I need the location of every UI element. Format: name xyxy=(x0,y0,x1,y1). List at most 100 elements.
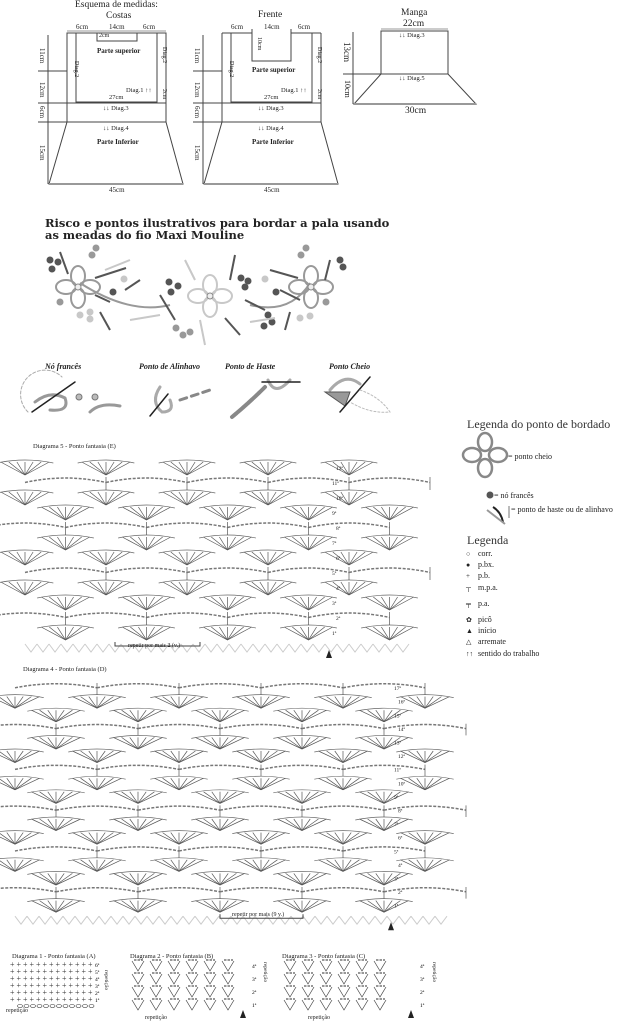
fan-edge xyxy=(191,871,249,875)
diagram4-row xyxy=(27,707,413,723)
single-crochet-mark: + xyxy=(10,995,15,1004)
french-knot-dot xyxy=(86,308,94,316)
stitch xyxy=(0,833,16,845)
v-stitch xyxy=(221,986,235,998)
stitch xyxy=(80,750,98,763)
stitch xyxy=(367,873,385,886)
fan-edge xyxy=(273,735,331,739)
stitch xyxy=(31,709,57,723)
stitch xyxy=(88,750,98,763)
stitch xyxy=(6,832,16,845)
costas-lower: Parte Inferior xyxy=(97,138,139,146)
stitch xyxy=(219,709,229,723)
french-knot-dot xyxy=(165,278,173,286)
stitch xyxy=(293,791,303,804)
stitch xyxy=(348,581,366,596)
stitch xyxy=(146,626,155,641)
diagram4-row xyxy=(27,816,413,831)
diagram5-row-label: 4ª xyxy=(336,586,341,592)
chain-loop xyxy=(146,522,228,529)
v-stitch xyxy=(167,973,181,985)
stitch xyxy=(55,818,73,831)
diagram4-row xyxy=(0,805,467,817)
stitch xyxy=(0,755,16,763)
stitch xyxy=(121,873,139,886)
single-crochet-mark: + xyxy=(82,974,87,983)
stitch xyxy=(359,873,385,886)
legend-item: ↑↑sentido do trabalho xyxy=(466,649,539,658)
stitch xyxy=(137,737,155,750)
diagram4-row-label: 16ª xyxy=(398,700,406,706)
french-knot-dot xyxy=(54,258,62,266)
chain-loop xyxy=(219,723,303,730)
stitch xyxy=(301,709,319,723)
fan-edge xyxy=(150,748,208,753)
stitch xyxy=(24,581,34,596)
single-crochet-mark: + xyxy=(17,974,22,983)
stitch xyxy=(105,581,131,596)
stitch xyxy=(138,506,147,521)
stitch xyxy=(267,491,293,506)
v-stitch xyxy=(283,999,297,1011)
stitch xyxy=(348,491,366,506)
embroidery-heading-2: as meadas do fio Maxi Mouline xyxy=(45,228,245,242)
v-stitch xyxy=(319,973,333,985)
stitch xyxy=(211,709,221,723)
stitch xyxy=(383,791,401,804)
stitch xyxy=(301,737,311,750)
stitch xyxy=(348,551,358,566)
chain-mark xyxy=(23,1004,30,1008)
stitch xyxy=(105,581,123,596)
v-stitch xyxy=(301,986,315,998)
stitch xyxy=(308,626,333,641)
costas-top-right: 6cm xyxy=(143,23,156,31)
stitch xyxy=(267,581,277,596)
stitch xyxy=(96,777,106,791)
stitch xyxy=(138,626,147,641)
single-crochet-mark: + xyxy=(62,981,67,990)
stitch xyxy=(381,626,390,641)
stitch xyxy=(375,818,385,831)
legend-item: +p.b. xyxy=(466,571,490,580)
single-crochet-mark: + xyxy=(49,988,54,997)
single-crochet-mark: + xyxy=(49,974,54,983)
stitch xyxy=(277,873,303,886)
stitch xyxy=(389,626,406,641)
chain-mark xyxy=(49,1004,56,1008)
stitch xyxy=(342,750,352,763)
single-crochet-mark: + xyxy=(88,988,93,997)
diagram1-row-label: 5ª xyxy=(95,970,100,976)
stitch xyxy=(178,696,196,709)
chain-loop xyxy=(342,846,426,852)
single-crochet-mark: + xyxy=(69,967,74,976)
stitch xyxy=(24,581,42,596)
small-diagrams: +++++++++++++1ª+++++++++++++2ª++++++++++… xyxy=(10,959,425,1018)
fan-edge xyxy=(232,830,290,834)
stitch xyxy=(178,777,196,791)
stitch xyxy=(178,832,188,845)
stitch xyxy=(0,551,26,566)
stitch xyxy=(424,750,450,763)
stitch xyxy=(195,791,221,804)
chain-loop xyxy=(105,567,188,574)
french-knot-dot xyxy=(244,277,252,285)
stitch xyxy=(121,818,139,831)
costas-top-mid: 14cm xyxy=(109,23,125,31)
stitch xyxy=(186,491,212,506)
stitch xyxy=(332,461,350,476)
manga-bottom: 30cm xyxy=(405,106,427,116)
stitch xyxy=(6,696,16,709)
chain-loop xyxy=(219,805,303,811)
diagram4-title: Diagrama 4 - Ponto fantasia (D) xyxy=(23,666,107,673)
stitch xyxy=(129,873,139,886)
stitch xyxy=(219,900,237,913)
stitch xyxy=(137,737,163,750)
stitch xyxy=(39,709,57,723)
stitch xyxy=(373,506,390,521)
costas-diag2-right: Diag.2 xyxy=(161,47,167,64)
fan-edge xyxy=(118,594,175,599)
diagram4-row-label: 5ª xyxy=(394,849,399,855)
stitch xyxy=(219,506,228,521)
stitch xyxy=(424,832,442,845)
stitch xyxy=(137,900,163,913)
